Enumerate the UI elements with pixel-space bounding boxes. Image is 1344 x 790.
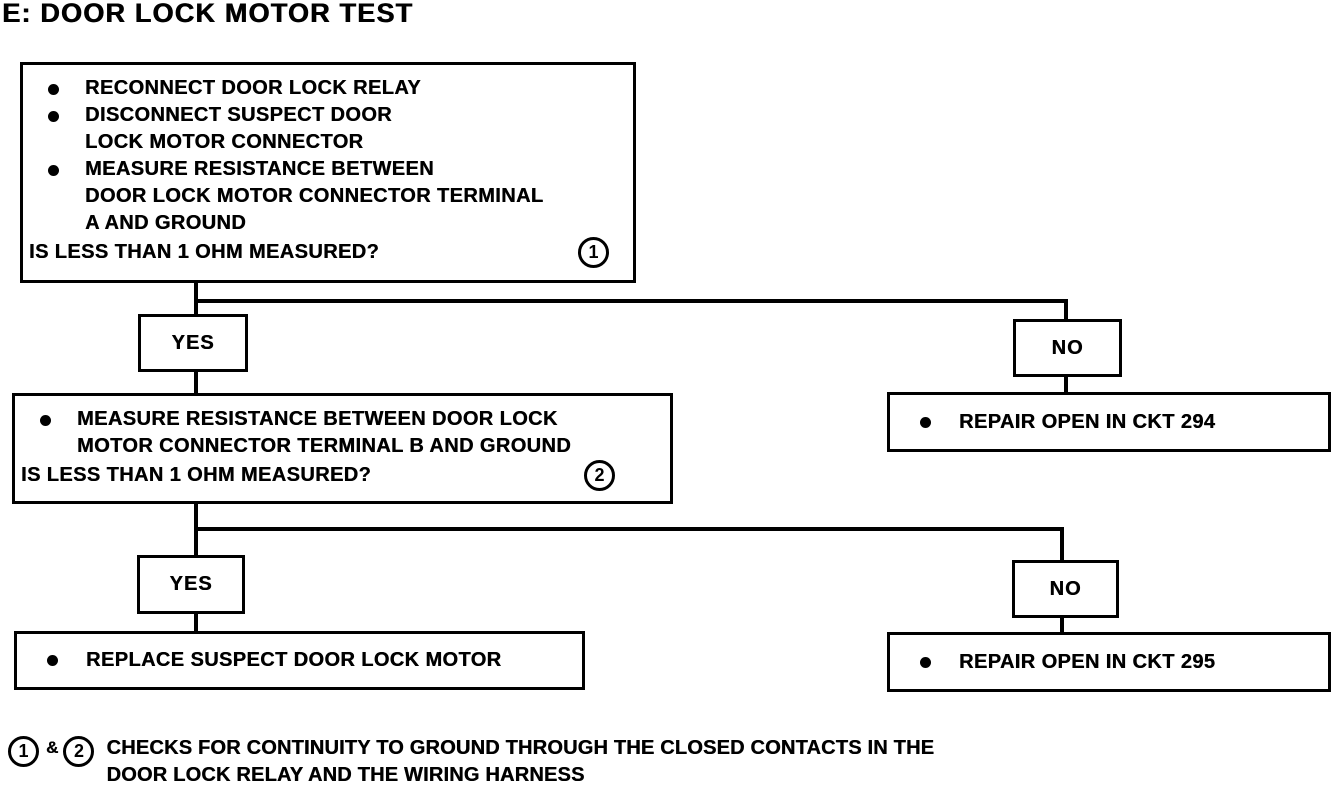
replace-door-lock-motor-box: REPLACE SUSPECT DOOR LOCK MOTOR bbox=[14, 631, 585, 690]
branch1-yes-box: YES bbox=[138, 314, 248, 372]
bullet-icon bbox=[48, 84, 59, 95]
step-1-bullet-2: DISCONNECT SUSPECT DOOR LOCK MOTOR CONNE… bbox=[23, 102, 633, 156]
ref-2-circle-icon: 2 bbox=[584, 460, 615, 491]
step-2-bullet-1-text: MEASURE RESISTANCE BETWEEN DOOR LOCK MOT… bbox=[77, 408, 572, 457]
step-1-question: IS LESS THAN 1 OHM MEASURED? bbox=[29, 241, 380, 263]
connector-branch2-horizontal bbox=[194, 527, 1064, 531]
step-1-bullet-2-text: DISCONNECT SUSPECT DOOR LOCK MOTOR CONNE… bbox=[85, 104, 393, 153]
step-1-bullet-3-text: MEASURE RESISTANCE BETWEEN DOOR LOCK MOT… bbox=[85, 158, 544, 234]
step-2-box: MEASURE RESISTANCE BETWEEN DOOR LOCK MOT… bbox=[12, 393, 673, 504]
connector-no1-stem bbox=[1064, 375, 1068, 395]
bullet-icon bbox=[48, 165, 59, 176]
connector-yes1-stem bbox=[194, 370, 198, 396]
branch1-no-box: NO bbox=[1013, 319, 1122, 377]
step-1-body: RECONNECT DOOR LOCK RELAY DISCONNECT SUS… bbox=[23, 65, 633, 237]
bullet-icon bbox=[48, 111, 59, 122]
branch2-yes-box: YES bbox=[137, 555, 245, 614]
footnote-ref-2-circle-icon: 2 bbox=[63, 736, 95, 767]
step-1-bullet-1: RECONNECT DOOR LOCK RELAY bbox=[23, 75, 633, 102]
repair-ckt-294-text: REPAIR OPEN IN CKT 294 bbox=[959, 410, 1216, 433]
step-2-question-row: IS LESS THAN 1 OHM MEASURED? 2 bbox=[15, 460, 670, 491]
connector-yes2-stem bbox=[194, 612, 198, 633]
footnote-ampersand: & bbox=[46, 738, 59, 757]
ref-1-circle-icon: 1 bbox=[578, 237, 609, 268]
connector-no2-drop bbox=[1060, 527, 1064, 562]
connector-branch1-horizontal bbox=[194, 299, 1068, 303]
step-1-box: RECONNECT DOOR LOCK RELAY DISCONNECT SUS… bbox=[20, 62, 636, 283]
step-2-body: MEASURE RESISTANCE BETWEEN DOOR LOCK MOT… bbox=[15, 396, 670, 460]
step-2-bullet-1: MEASURE RESISTANCE BETWEEN DOOR LOCK MOT… bbox=[15, 406, 670, 460]
step-2-question: IS LESS THAN 1 OHM MEASURED? bbox=[21, 464, 372, 486]
footnote-text: CHECKS FOR CONTINUITY TO GROUND THROUGH … bbox=[106, 735, 934, 789]
page-title: E: DOOR LOCK MOTOR TEST bbox=[2, 0, 414, 28]
bullet-icon bbox=[920, 416, 931, 428]
bullet-icon bbox=[920, 656, 931, 668]
repair-ckt-295-box: REPAIR OPEN IN CKT 295 bbox=[887, 632, 1331, 692]
bullet-icon bbox=[40, 415, 51, 426]
connector-no1-drop bbox=[1064, 299, 1068, 321]
footnote-line-1: CHECKS FOR CONTINUITY TO GROUND THROUGH … bbox=[106, 737, 935, 759]
step-1-question-row: IS LESS THAN 1 OHM MEASURED? 1 bbox=[23, 237, 633, 268]
step-1-bullet-3: MEASURE RESISTANCE BETWEEN DOOR LOCK MOT… bbox=[23, 156, 633, 237]
bullet-icon bbox=[47, 655, 58, 666]
connector-no2-stem bbox=[1060, 616, 1064, 634]
footnote: 1 & 2 CHECKS FOR CONTINUITY TO GROUND TH… bbox=[8, 735, 934, 789]
repair-ckt-294-box: REPAIR OPEN IN CKT 294 bbox=[887, 392, 1331, 452]
repair-ckt-295-text: REPAIR OPEN IN CKT 295 bbox=[959, 650, 1216, 673]
footnote-ref-1-circle-icon: 1 bbox=[8, 736, 39, 767]
footnote-line-2: DOOR LOCK RELAY AND THE WIRING HARNESS bbox=[106, 764, 585, 786]
replace-door-lock-motor-text: REPLACE SUSPECT DOOR LOCK MOTOR bbox=[86, 649, 502, 671]
branch2-no-box: NO bbox=[1012, 560, 1119, 618]
step-1-bullet-1-text: RECONNECT DOOR LOCK RELAY bbox=[85, 77, 421, 99]
